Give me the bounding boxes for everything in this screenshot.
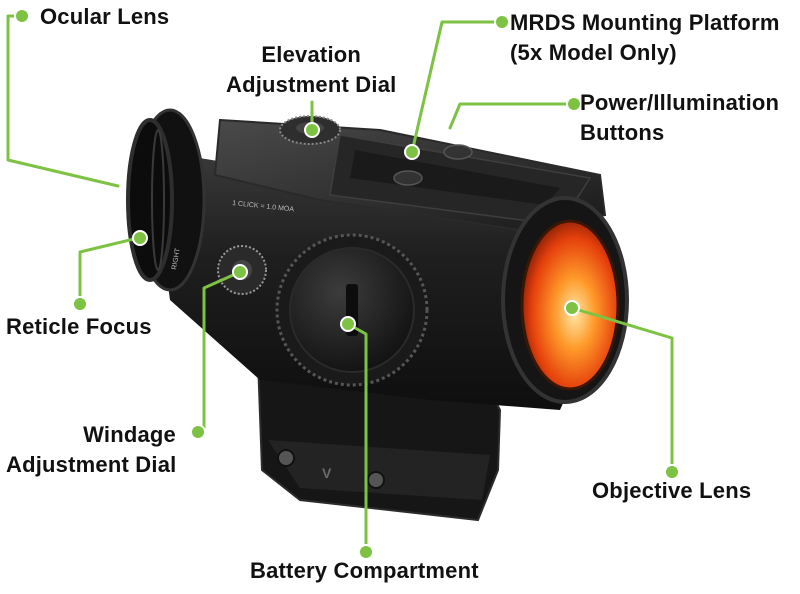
mount-screw-left xyxy=(277,449,295,467)
right-engraving: RIGHT xyxy=(171,247,182,270)
label-line: Power/Illumination xyxy=(580,90,780,115)
leader-power xyxy=(448,102,576,130)
illumination-button xyxy=(393,170,423,186)
leader-mrds xyxy=(410,20,500,154)
dot-reticle-end xyxy=(132,230,148,246)
dot-elevation xyxy=(304,122,320,138)
label-ocular-lens: Ocular Lens xyxy=(40,2,169,32)
scope-body: V 1 CLICK = 1.0 MOA RIGHT xyxy=(126,108,629,522)
dot-battery-end xyxy=(358,544,374,560)
vortex-logo: V xyxy=(322,465,332,481)
callout-dots xyxy=(14,8,680,560)
label-windage-dial: Windage Adjustment Dial xyxy=(6,420,176,480)
dot-objective xyxy=(564,300,580,316)
dot-reticle-start xyxy=(72,296,88,312)
label-battery-compartment: Battery Compartment xyxy=(250,556,479,586)
label-power-buttons: Power/Illumination Buttons xyxy=(580,88,779,148)
dot-mrds xyxy=(404,144,420,160)
dot-ocular-start xyxy=(14,8,30,24)
ocular-rim xyxy=(126,118,174,282)
label-reticle-focus: Reticle Focus xyxy=(6,312,152,342)
dot-power-start xyxy=(566,96,582,112)
label-line: Reticle Focus xyxy=(6,314,152,339)
label-line: MRDS Mounting Platform xyxy=(510,10,780,35)
leader-objective xyxy=(570,306,674,474)
leader-ocular xyxy=(6,14,120,188)
dot-battery xyxy=(340,316,356,332)
label-objective-lens: Objective Lens xyxy=(592,476,751,506)
power-button xyxy=(443,144,473,160)
label-line: Elevation xyxy=(261,42,362,67)
label-line: Windage xyxy=(83,422,176,447)
label-line: Ocular Lens xyxy=(40,4,170,29)
leader-reticle xyxy=(78,236,140,304)
dot-windage-start xyxy=(190,424,206,440)
label-line: Adjustment Dial xyxy=(6,452,177,477)
label-line: Adjustment Dial xyxy=(226,72,397,97)
label-line: Battery Compartment xyxy=(250,558,479,583)
label-line: Objective Lens xyxy=(592,478,752,503)
label-line: (5x Model Only) xyxy=(510,40,677,65)
dot-mrds-start xyxy=(494,14,510,30)
label-line: Buttons xyxy=(580,120,665,145)
dot-objective-end xyxy=(664,464,680,480)
label-mrds-platform: MRDS Mounting Platform (5x Model Only) xyxy=(510,8,780,68)
dot-windage xyxy=(232,264,248,280)
mount-screw-right xyxy=(367,471,385,489)
label-elevation-dial: Elevation Adjustment Dial xyxy=(226,40,396,100)
